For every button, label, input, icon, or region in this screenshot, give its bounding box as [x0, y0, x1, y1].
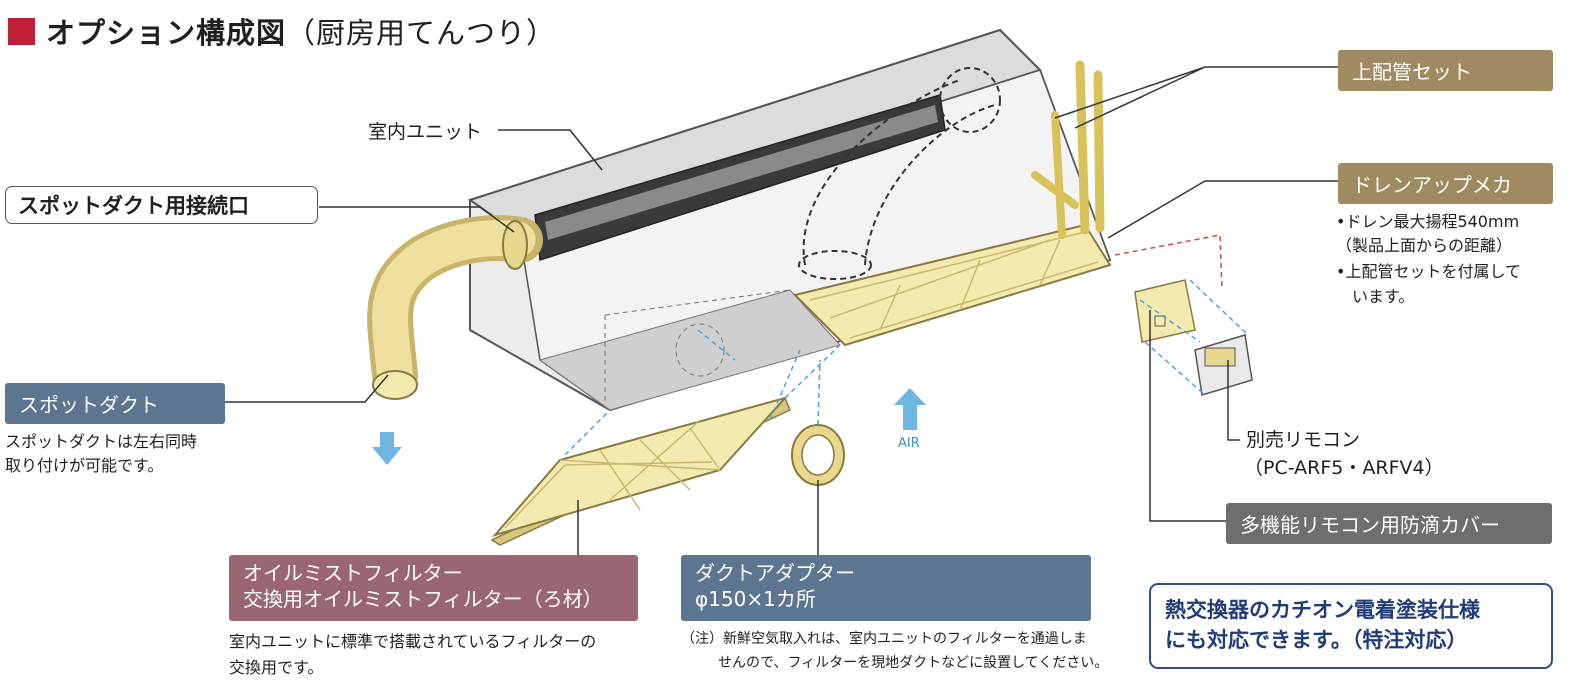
oil-filter-tag-1: オイルミストフィルター — [243, 561, 463, 585]
drain-up-note-3: •上配管セットを付属して — [1336, 262, 1521, 281]
spot-duct-note-2: 取り付けが可能です。 — [5, 456, 164, 475]
duct-adapter-illustration — [791, 424, 845, 486]
duct-adapter-note-1: （注）新鮮空気取入れは、室内ユニットのフィルターを通過しま — [681, 631, 1087, 647]
remote-cover-tag: 多機能リモコン用防滴カバー — [1226, 503, 1552, 544]
drain-up-note-4: います。 — [1352, 287, 1415, 306]
duct-adapter-tag: ダクトアダプター φ150×1カ所 — [681, 555, 1091, 621]
title-main: オプション構成図 — [46, 16, 287, 50]
special-line-1: 熱交換器のカチオン電着塗装仕様 — [1165, 598, 1480, 622]
leader-lines — [212, 66, 1338, 555]
indoor-unit-illustration — [467, 28, 1112, 412]
air-label: AIR — [898, 436, 920, 451]
oil-mist-filter-illustration — [490, 396, 791, 546]
drain-up-tag: ドレンアップメカ — [1338, 163, 1553, 204]
duct-adapter-tag-2: φ150×1カ所 — [695, 587, 816, 611]
title-mark — [8, 18, 35, 45]
remote-label-2: （PC-ARF5・ARFV4） — [1244, 457, 1444, 479]
spot-duct-illustration — [367, 215, 543, 400]
drain-up-note-1: •ドレン最大揚程540mm — [1336, 212, 1520, 231]
down-arrow-icon — [372, 432, 402, 465]
drain-up-note-2: （製品上面からの距離） — [1336, 236, 1513, 255]
spot-duct-tag: スポットダクト — [5, 383, 225, 424]
oil-filter-tag: オイルミストフィルター 交換用オイルミストフィルター（ろ材） — [229, 555, 638, 621]
oil-filter-tag-2: 交換用オイルミストフィルター（ろ材） — [243, 587, 603, 611]
up-arrow-icon — [894, 388, 926, 430]
guide-lines — [564, 234, 1249, 456]
duct-adapter-tag-1: ダクトアダプター — [695, 561, 855, 585]
special-line-2: にも対応できます。（特注対応） — [1165, 628, 1468, 652]
spot-duct-connection-label: スポットダクト用接続口 — [5, 186, 318, 224]
oil-filter-note-2: 交換用です。 — [229, 658, 324, 677]
indoor-unit-label: 室内ユニット — [368, 121, 483, 143]
upper-piping-tag: 上配管セット — [1338, 50, 1553, 91]
duct-adapter-note-2: せんので、フィルターを現地ダクトなどに設置してください。 — [718, 655, 1109, 671]
oil-filter-note-1: 室内ユニットに標準で搭載されているフィルターの — [229, 632, 597, 651]
spot-duct-note-1: スポットダクトは左右同時 — [5, 432, 198, 451]
page-title: オプション構成図（厨房用てんつり） — [46, 10, 556, 52]
title-sub: （厨房用てんつり） — [286, 16, 557, 50]
remote-label-1: 別売リモコン — [1246, 429, 1361, 451]
special-order-box: 熱交換器のカチオン電着塗装仕様 にも対応できます。（特注対応） — [1149, 583, 1553, 669]
airflow-arrows — [372, 388, 926, 465]
